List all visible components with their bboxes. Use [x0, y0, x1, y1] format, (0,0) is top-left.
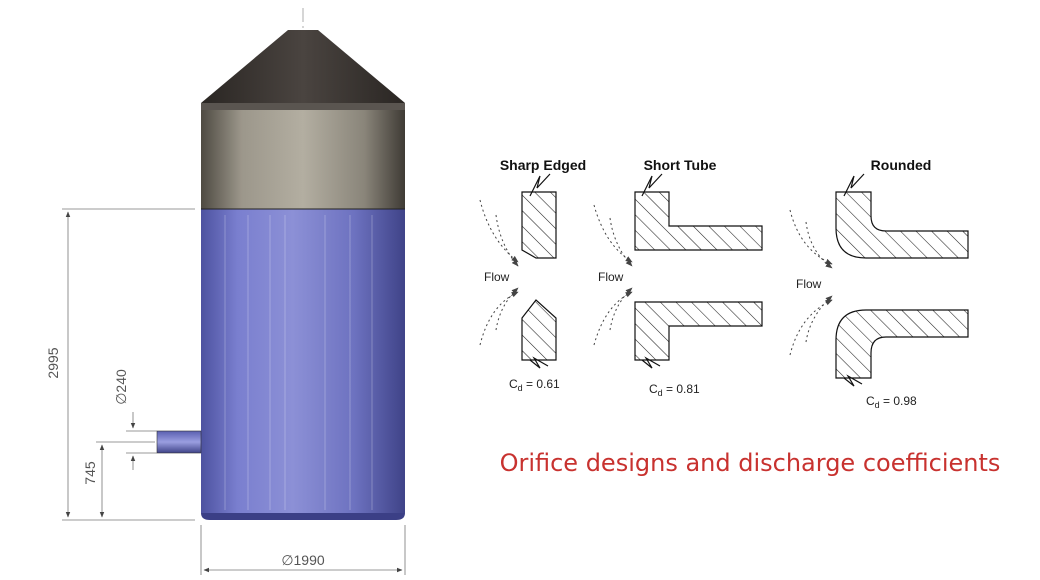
tank-height-dimension: 2995 [45, 347, 61, 378]
flow-label: Flow [796, 277, 822, 291]
outlet-diameter-dimension: ∅240 [113, 369, 129, 405]
tank-drawing: 2995 745 ∅240 ∅1990 [45, 8, 406, 575]
rounded-upper-wall [835, 191, 969, 259]
figure-caption: Orifice designs and discharge coefficien… [500, 449, 1001, 477]
orifice-title-rounded: Rounded [871, 157, 932, 173]
sharp-edged-lower-wall [521, 299, 557, 361]
dimension-lines [62, 208, 406, 575]
tank-base [201, 513, 405, 520]
orifice-sharp-edged: Sharp Edged Flow Cd = 0.61 [479, 157, 586, 393]
discharge-coefficient-rounded: Cd = 0.98 [866, 394, 917, 410]
tank-cone-roof [201, 30, 405, 103]
outlet-height-dimension: 745 [82, 461, 98, 485]
flow-streamlines [593, 204, 633, 346]
discharge-coefficient-short-tube: Cd = 0.81 [649, 382, 700, 398]
orifice-short-tube: Short Tube Flow Cd = 0.81 [593, 157, 763, 398]
orifice-rounded: Rounded Flow Cd = 0.98 [789, 157, 969, 410]
break-line-icon [843, 173, 865, 197]
flow-streamlines [789, 209, 833, 356]
sharp-edged-upper-wall [521, 191, 557, 259]
flow-label: Flow [598, 270, 624, 284]
outlet-pipe [156, 430, 202, 454]
break-line-icon [529, 173, 551, 197]
flow-streamlines [479, 199, 519, 346]
break-line-icon [641, 173, 663, 197]
tank-water-section [201, 209, 405, 513]
flow-label: Flow [484, 270, 510, 284]
tank-steel-shell [201, 110, 405, 209]
rounded-lower-wall [835, 309, 969, 379]
short-tube-upper-wall [634, 191, 763, 251]
orifice-title-sharp-edged: Sharp Edged [500, 157, 586, 173]
tank-diameter-dimension: ∅1990 [281, 552, 325, 568]
orifice-title-short-tube: Short Tube [644, 157, 717, 173]
discharge-coefficient-sharp-edged: Cd = 0.61 [509, 377, 560, 393]
short-tube-lower-wall [634, 301, 763, 361]
